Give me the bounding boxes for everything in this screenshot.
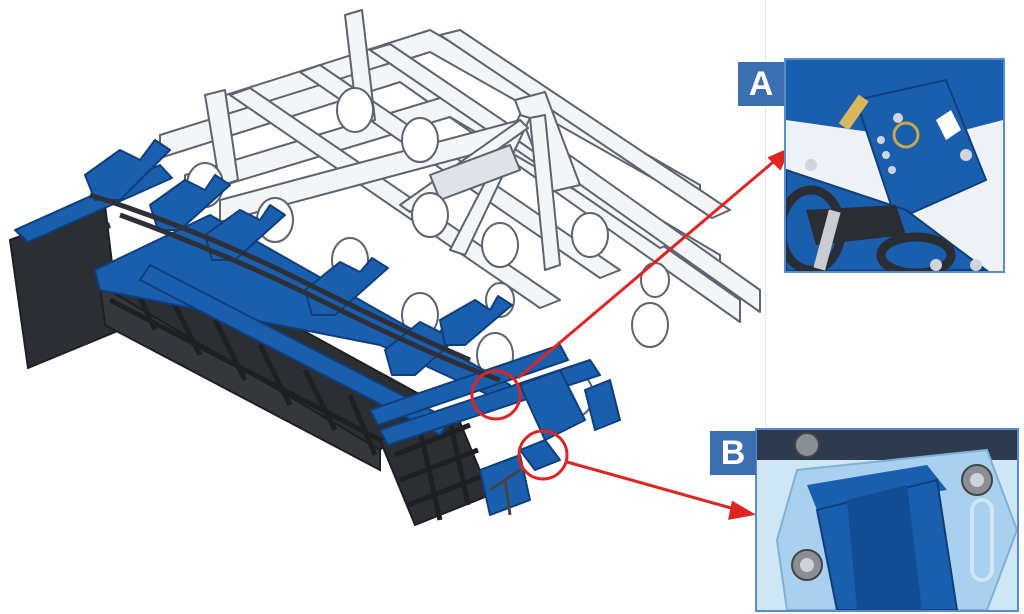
main-frame <box>159 9 761 323</box>
callout-label-a: A <box>738 62 784 106</box>
detail-view-a <box>784 58 1005 273</box>
pointer-arrow-b <box>566 460 739 512</box>
detail-b-illustration <box>757 430 1017 610</box>
callout-label-b: B <box>710 431 756 475</box>
roller-left <box>8 203 122 370</box>
detail-view-b <box>755 428 1019 612</box>
highlight-circle-a <box>470 369 522 421</box>
callout-b-pointer <box>517 429 757 520</box>
tine-springs <box>89 192 501 383</box>
blue-roller-frame <box>14 139 621 516</box>
pointer-arrow-a <box>517 156 779 380</box>
highlight-circle-b <box>517 429 569 481</box>
page-divider <box>765 0 766 614</box>
detail-a-illustration <box>786 60 1003 271</box>
